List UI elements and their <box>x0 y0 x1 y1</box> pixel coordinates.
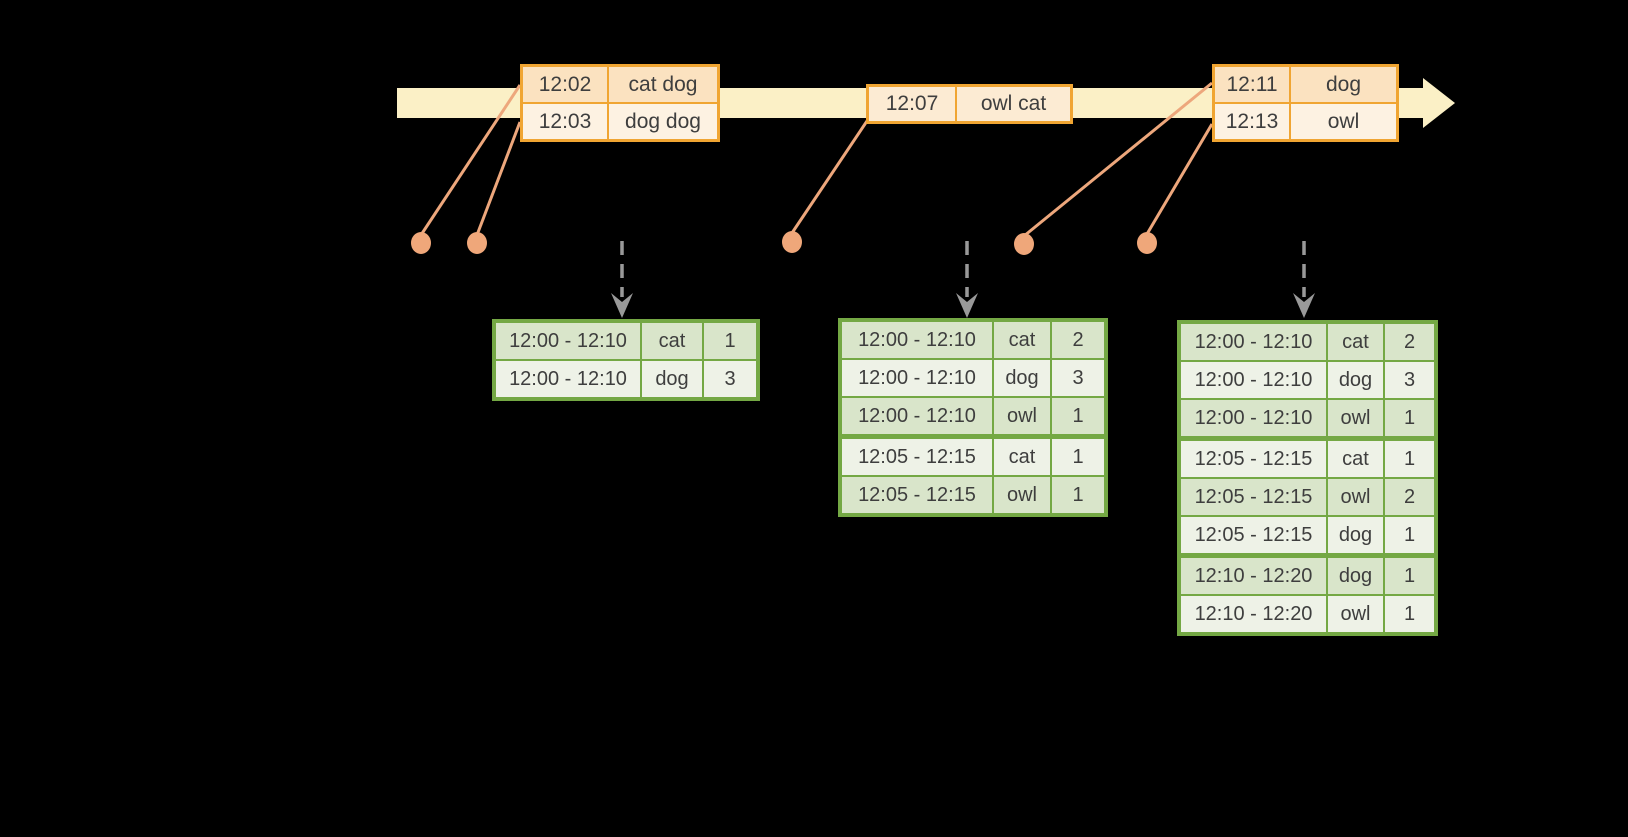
window-cell: 12:05 - 12:15 <box>842 439 992 475</box>
result-row: 12:05 - 12:15 owl 2 <box>1181 479 1434 515</box>
word-cell: cat <box>642 323 702 359</box>
window-cell: 12:00 - 12:10 <box>496 323 640 359</box>
event-table-1: 12:02 cat dog 12:03 dog dog <box>520 64 720 142</box>
connector-line <box>790 120 869 234</box>
event-words-cell: cat dog <box>609 67 717 102</box>
word-cell: dog <box>1328 517 1383 553</box>
word-cell: cat <box>1328 441 1383 477</box>
word-cell: owl <box>1328 596 1383 632</box>
window-cell: 12:05 - 12:15 <box>1181 441 1326 477</box>
word-cell: cat <box>994 322 1050 358</box>
event-words-cell: owl cat <box>957 87 1070 121</box>
event-time-cell: 12:11 <box>1215 67 1289 102</box>
event-dot-icon <box>1014 233 1034 255</box>
result-row: 12:00 - 12:10 owl 1 <box>842 398 1104 434</box>
count-cell: 1 <box>1385 596 1434 632</box>
event-row: 12:11 dog <box>1215 67 1396 102</box>
window-cell: 12:05 - 12:15 <box>1181 479 1326 515</box>
event-time-cell: 12:03 <box>523 104 607 139</box>
result-row: 12:00 - 12:10 cat 2 <box>842 322 1104 358</box>
result-row: 12:00 - 12:10 dog 3 <box>1181 362 1434 398</box>
event-dot-icon <box>1137 232 1157 254</box>
event-words-cell: dog <box>1291 67 1396 102</box>
result-row: 12:05 - 12:15 owl 1 <box>842 477 1104 513</box>
word-cell: dog <box>642 361 702 397</box>
down-arrowhead-icon <box>1293 293 1315 318</box>
result-row: 12:10 - 12:20 owl 1 <box>1181 596 1434 632</box>
down-arrowhead-icon <box>956 293 978 318</box>
result-row: 12:00 - 12:10 dog 3 <box>496 361 756 397</box>
down-arrowhead-icon <box>611 293 633 318</box>
count-cell: 2 <box>1052 322 1104 358</box>
count-cell: 1 <box>1385 517 1434 553</box>
count-cell: 1 <box>1052 398 1104 434</box>
result-table-3: 12:00 - 12:10 cat 2 12:00 - 12:10 dog 3 … <box>1177 320 1438 636</box>
word-cell: owl <box>1328 400 1383 436</box>
timeline-arrowhead-icon <box>1423 78 1455 128</box>
event-time-cell: 12:13 <box>1215 104 1289 139</box>
event-time-cell: 12:07 <box>869 87 955 121</box>
word-cell: owl <box>1328 479 1383 515</box>
window-cell: 12:00 - 12:10 <box>842 360 992 396</box>
word-cell: owl <box>994 477 1050 513</box>
event-dot-icon <box>782 231 802 253</box>
connector-line <box>1145 123 1214 235</box>
result-row: 12:00 - 12:10 cat 1 <box>496 323 756 359</box>
result-row: 12:05 - 12:15 dog 1 <box>1181 517 1434 553</box>
event-dot-icon <box>467 232 487 254</box>
window-cell: 12:10 - 12:20 <box>1181 596 1326 632</box>
result-row: 12:05 - 12:15 cat 1 <box>1181 441 1434 477</box>
event-row: 12:13 owl <box>1215 104 1396 139</box>
window-cell: 12:05 - 12:15 <box>1181 517 1326 553</box>
result-row: 12:00 - 12:10 owl 1 <box>1181 400 1434 436</box>
result-table-2: 12:00 - 12:10 cat 2 12:00 - 12:10 dog 3 … <box>838 318 1108 517</box>
window-cell: 12:10 - 12:20 <box>1181 558 1326 594</box>
event-table-2: 12:07 owl cat <box>866 84 1073 124</box>
count-cell: 1 <box>704 323 756 359</box>
count-cell: 1 <box>1385 558 1434 594</box>
window-cell: 12:00 - 12:10 <box>1181 324 1326 360</box>
count-cell: 3 <box>1385 362 1434 398</box>
result-row: 12:00 - 12:10 dog 3 <box>842 360 1104 396</box>
event-row: 12:02 cat dog <box>523 67 717 102</box>
word-cell: cat <box>994 439 1050 475</box>
count-cell: 1 <box>1385 400 1434 436</box>
window-cell: 12:00 - 12:10 <box>1181 362 1326 398</box>
window-cell: 12:00 - 12:10 <box>496 361 640 397</box>
window-cell: 12:00 - 12:10 <box>842 398 992 434</box>
word-cell: owl <box>994 398 1050 434</box>
result-row: 12:00 - 12:10 cat 2 <box>1181 324 1434 360</box>
result-row: 12:10 - 12:20 dog 1 <box>1181 558 1434 594</box>
word-cell: dog <box>994 360 1050 396</box>
connector-line <box>475 121 522 236</box>
event-dot-icon <box>411 232 431 254</box>
window-cell: 12:00 - 12:10 <box>842 322 992 358</box>
word-cell: cat <box>1328 324 1383 360</box>
event-time-cell: 12:02 <box>523 67 607 102</box>
connector-line <box>1023 81 1213 238</box>
event-words-cell: owl <box>1291 104 1396 139</box>
event-row: 12:03 dog dog <box>523 104 717 139</box>
event-row: 12:07 owl cat <box>869 87 1070 121</box>
word-cell: dog <box>1328 362 1383 398</box>
window-cell: 12:00 - 12:10 <box>1181 400 1326 436</box>
count-cell: 1 <box>1052 439 1104 475</box>
count-cell: 2 <box>1385 479 1434 515</box>
result-table-1: 12:00 - 12:10 cat 1 12:00 - 12:10 dog 3 <box>492 319 760 401</box>
result-row: 12:05 - 12:15 cat 1 <box>842 439 1104 475</box>
count-cell: 1 <box>1385 441 1434 477</box>
count-cell: 1 <box>1052 477 1104 513</box>
window-cell: 12:05 - 12:15 <box>842 477 992 513</box>
event-table-3: 12:11 dog 12:13 owl <box>1212 64 1399 142</box>
count-cell: 3 <box>704 361 756 397</box>
count-cell: 3 <box>1052 360 1104 396</box>
connector-line <box>419 84 522 236</box>
word-cell: dog <box>1328 558 1383 594</box>
event-words-cell: dog dog <box>609 104 717 139</box>
count-cell: 2 <box>1385 324 1434 360</box>
